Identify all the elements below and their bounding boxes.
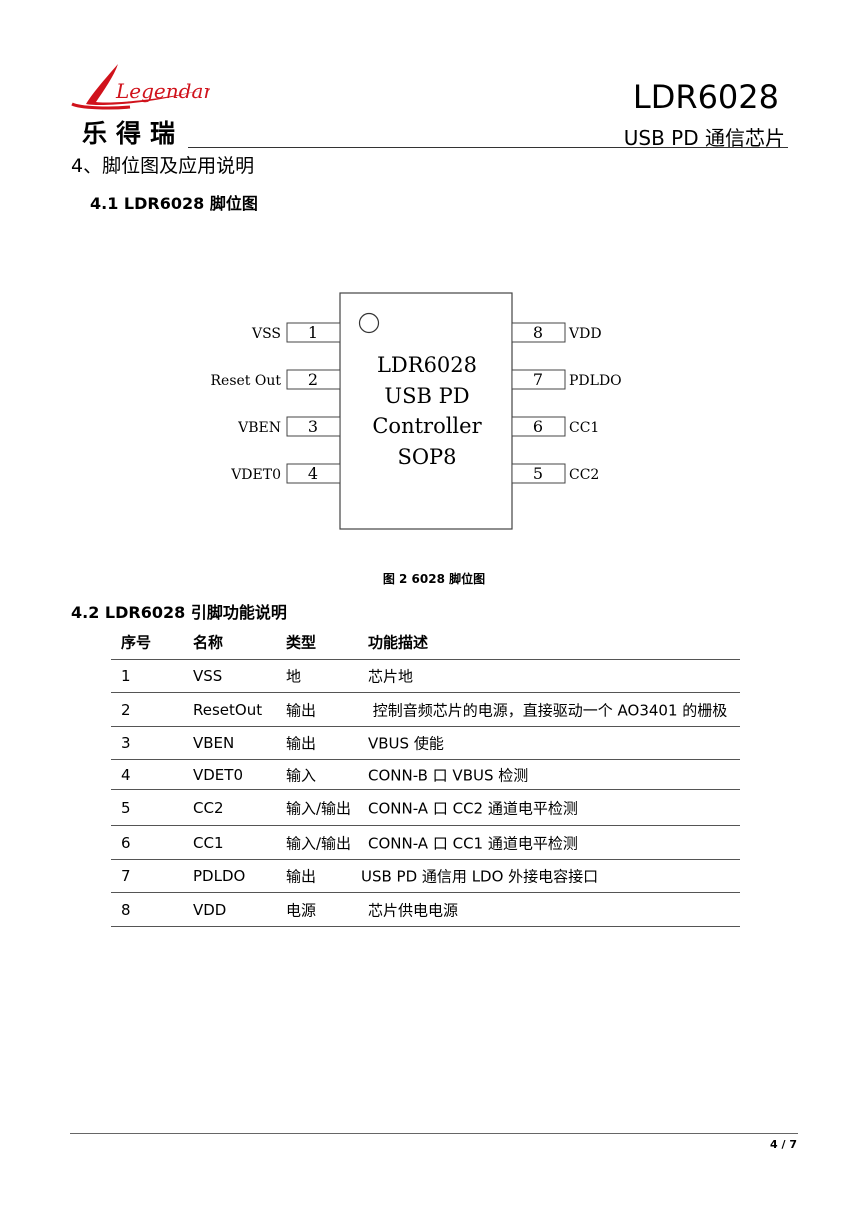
section-4-title: 4、脚位图及应用说明: [71, 155, 255, 177]
section-4-2-title: 4.2 LDR6028 引脚功能说明: [71, 603, 287, 622]
chip-name-line: SOP8: [397, 445, 456, 469]
header-cell: 序号: [121, 633, 152, 651]
pin-label: Reset Out: [211, 373, 282, 389]
pin-box: [286, 322, 341, 343]
pin-number: 1: [308, 323, 318, 342]
pin-label: VDD: [568, 326, 602, 342]
table-row: 8 VDD 电源 芯片供电电源: [111, 893, 740, 927]
cell-index: 5: [121, 798, 131, 817]
pin1-marker-icon: [358, 312, 380, 334]
cell-index: 3: [121, 734, 131, 752]
cell-description: 芯片地: [368, 667, 414, 686]
cell-name: VSS: [193, 667, 223, 685]
pin-number: 4: [308, 464, 318, 483]
figure-caption: 图 2 6028 脚位图: [382, 572, 486, 586]
chip-body: [339, 292, 513, 530]
cell-index: 8: [121, 900, 131, 919]
cell-name: VDET0: [193, 765, 243, 784]
table-row: 5 CC2 输入/输出 CONN-A 口 CC2 通道电平检测: [111, 790, 740, 826]
legendary-logo: Legendary: [71, 64, 210, 110]
header-divider: [188, 147, 788, 148]
cell-description: 控制音频芯片的电源，直接驱动一个 AO3401 的栅极: [368, 701, 728, 719]
header-product: LDR6028: [632, 78, 779, 116]
cell-name: CC2: [193, 798, 224, 817]
pin-label: VBEN: [237, 420, 281, 436]
header-cell: 类型: [286, 633, 317, 651]
pin-box: [511, 322, 566, 343]
cell-type: 电源: [286, 901, 317, 919]
pin-box: [511, 463, 566, 484]
footer-divider: [70, 1133, 798, 1134]
cell-type: 地: [286, 667, 302, 686]
cell-type: 输出: [286, 734, 317, 753]
table-row: 7 PDLDO 输出 USB PD 通信用 LDO 外接电容接口: [111, 860, 740, 893]
pin-number: 8: [533, 323, 543, 342]
pin-label: VSS: [251, 326, 281, 342]
page-number: 4 / 7: [770, 1138, 797, 1151]
pin-number: 7: [533, 370, 543, 389]
table-row: 4 VDET0 输入 CONN-B 口 VBUS 检测: [111, 760, 740, 790]
cell-description: CONN-A 口 CC1 通道电平检测: [368, 834, 578, 852]
cell-index: 6: [121, 833, 131, 852]
header-cell: 名称: [193, 633, 224, 651]
table-row: 6 CC1 输入/输出 CONN-A 口 CC1 通道电平检测: [111, 826, 740, 860]
table-row: 1 VSS 地 芯片地: [111, 660, 740, 693]
pin-box: [286, 369, 341, 390]
pin-label: CC1: [569, 420, 599, 436]
cell-description: VBUS 使能: [368, 734, 444, 753]
cell-name: PDLDO: [193, 867, 246, 885]
logo-chinese-name: 乐得瑞: [82, 119, 185, 148]
header-subtitle: USB PD 通信芯片: [623, 126, 785, 150]
cell-type: 输入/输出: [286, 799, 352, 817]
cell-name: VBEN: [193, 734, 235, 752]
logo-script-text: Legendary: [115, 79, 210, 103]
pin-number: 6: [533, 417, 543, 436]
cell-type: 输入/输出: [286, 834, 352, 852]
pin-label: CC2: [569, 467, 599, 483]
cell-type: 输出: [286, 701, 317, 719]
cell-index: 2: [121, 700, 131, 719]
cell-name: ResetOut: [193, 700, 263, 719]
chip-name-line: LDR6028: [377, 353, 477, 377]
chip-pinout-diagram: LDR6028 USB PD Controller SOP8 1 VSS 2 R…: [211, 292, 622, 530]
table-row: 3 VBEN 输出 VBUS 使能: [111, 727, 740, 760]
cell-index: 1: [121, 667, 131, 685]
cell-index: 7: [121, 867, 131, 885]
table-header-row: 序号 名称 类型 功能描述: [111, 624, 740, 660]
pin-box: [286, 463, 341, 484]
pin-number: 3: [308, 417, 318, 436]
cell-description: 芯片供电电源: [368, 901, 459, 919]
cell-type: 输出: [286, 867, 317, 886]
cell-name: CC1: [193, 833, 224, 852]
pin-number: 5: [533, 464, 543, 483]
pin-box: [511, 369, 566, 390]
pin-number: 2: [308, 370, 318, 389]
section-4-1-title: 4.1 LDR6028 脚位图: [90, 194, 258, 213]
pin-label: PDLDO: [569, 373, 622, 389]
pin-function-table: 序号 名称 类型 功能描述 1 VSS 地 芯片地 2 ResetOut 输出 …: [111, 624, 740, 927]
cell-type: 输入: [286, 766, 317, 784]
cell-description: CONN-B 口 VBUS 检测: [368, 766, 529, 784]
pin-box: [286, 416, 341, 437]
cell-index: 4: [121, 765, 131, 784]
cell-description: CONN-A 口 CC2 通道电平检测: [368, 799, 578, 817]
table-row: 2 ResetOut 输出 控制音频芯片的电源，直接驱动一个 AO3401 的栅…: [111, 693, 740, 727]
chip-name-line: Controller: [372, 414, 482, 438]
pin-label: VDET0: [230, 467, 281, 483]
cell-name: VDD: [193, 900, 227, 919]
header-cell: 功能描述: [368, 633, 429, 651]
pin-box: [511, 416, 566, 437]
chip-name-line: USB PD: [384, 384, 469, 408]
cell-description: USB PD 通信用 LDO 外接电容接口: [361, 867, 599, 886]
